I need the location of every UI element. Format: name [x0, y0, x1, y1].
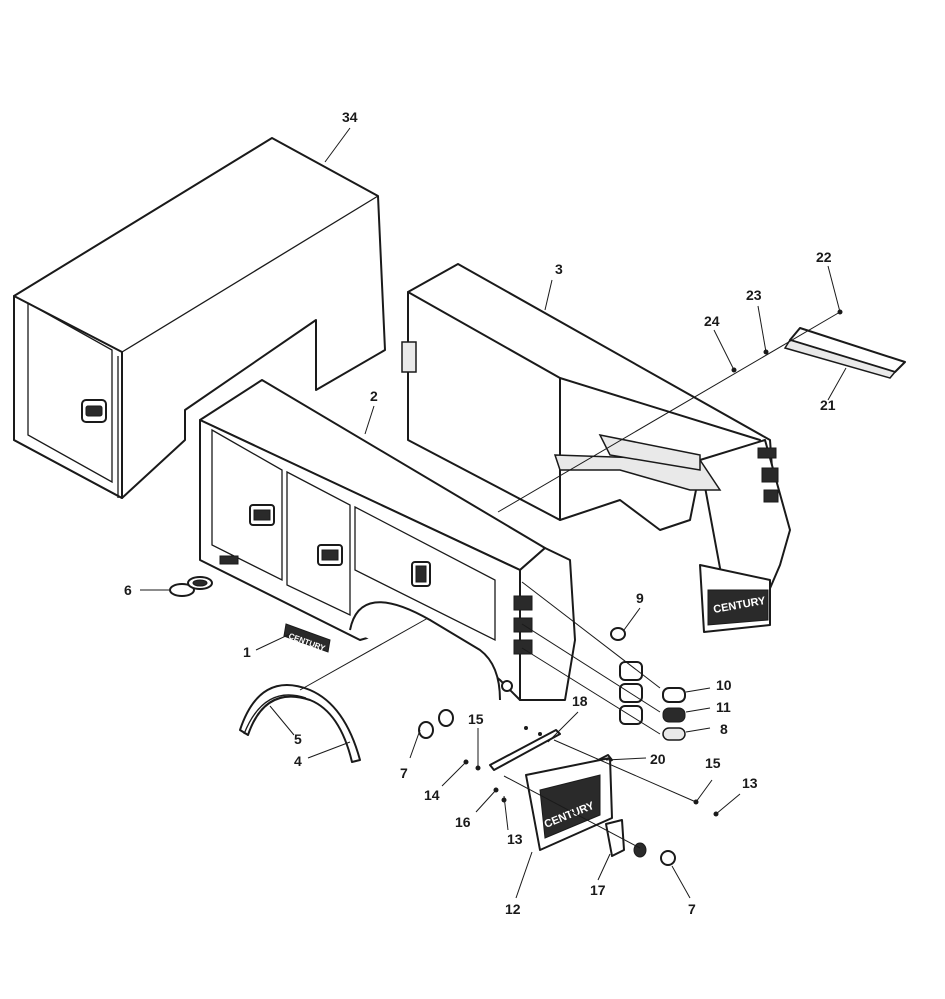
- part-21-light-bar: [783, 327, 906, 379]
- callout-22: 22: [816, 249, 832, 265]
- part-10-housing: [619, 661, 643, 681]
- part-3-light-mid-icon: [761, 467, 779, 483]
- part-3-light-upper-icon: [757, 447, 777, 459]
- callout-12: 12: [505, 901, 521, 917]
- callout-10: 10: [716, 677, 732, 693]
- hardware-dots: [463, 309, 843, 817]
- part-12-logo-plate: [539, 774, 601, 839]
- callout-1: 1: [243, 644, 251, 660]
- callout-labels: 34 3 22 23 24 21 2 6 9 1 10 11 8 18 5 4 …: [124, 109, 836, 917]
- part-1-emblem: CENTURY: [283, 623, 331, 653]
- callout-6: 6: [124, 582, 132, 598]
- callout-34: 34: [342, 109, 358, 125]
- callout-3: 3: [555, 261, 563, 277]
- callout-2: 2: [370, 388, 378, 404]
- part-12-mudflap: CENTURY: [525, 757, 613, 851]
- part-2-light-top-icon: [513, 595, 533, 611]
- tail-lights: [610, 627, 686, 741]
- callout-5: 5: [294, 731, 302, 747]
- callout-7-right: 7: [688, 901, 696, 917]
- part-6-marker-light: [169, 576, 213, 597]
- part-17-bracket: [605, 819, 625, 857]
- callout-4: 4: [294, 753, 302, 769]
- callout-23: 23: [746, 287, 762, 303]
- callout-11: 11: [716, 699, 731, 715]
- callout-24: 24: [704, 313, 720, 329]
- callout-16: 16: [455, 814, 471, 830]
- part-2-side-body: [199, 379, 576, 701]
- callout-8: 8: [720, 721, 728, 737]
- part-10-lens: [662, 687, 686, 703]
- part-11-lens: [662, 707, 686, 723]
- callout-17: 17: [590, 882, 606, 898]
- callout-14: 14: [424, 787, 440, 803]
- callout-13-right: 13: [742, 775, 758, 791]
- part-7-plugs: [418, 709, 676, 866]
- part-9-plug: [610, 627, 626, 641]
- callout-15-left: 15: [468, 711, 484, 727]
- part-3-light-low-icon: [763, 489, 779, 503]
- callout-7-left: 7: [400, 765, 408, 781]
- callout-18: 18: [572, 693, 588, 709]
- part-2-light-low-icon: [513, 639, 533, 655]
- callout-15-right: 15: [705, 755, 721, 771]
- part-3-side-body: CENTURY: [401, 263, 791, 633]
- callout-13-left: 13: [507, 831, 523, 847]
- leader-lines: [140, 127, 847, 899]
- callout-9: 9: [636, 590, 644, 606]
- part-34-box-cover: [13, 137, 386, 499]
- part-3-mudflap-logo-plate: [707, 589, 769, 626]
- callout-21: 21: [820, 397, 836, 413]
- part-8-lens: [662, 727, 686, 741]
- part-4-fender-flare: [239, 684, 361, 763]
- callout-20: 20: [650, 751, 666, 767]
